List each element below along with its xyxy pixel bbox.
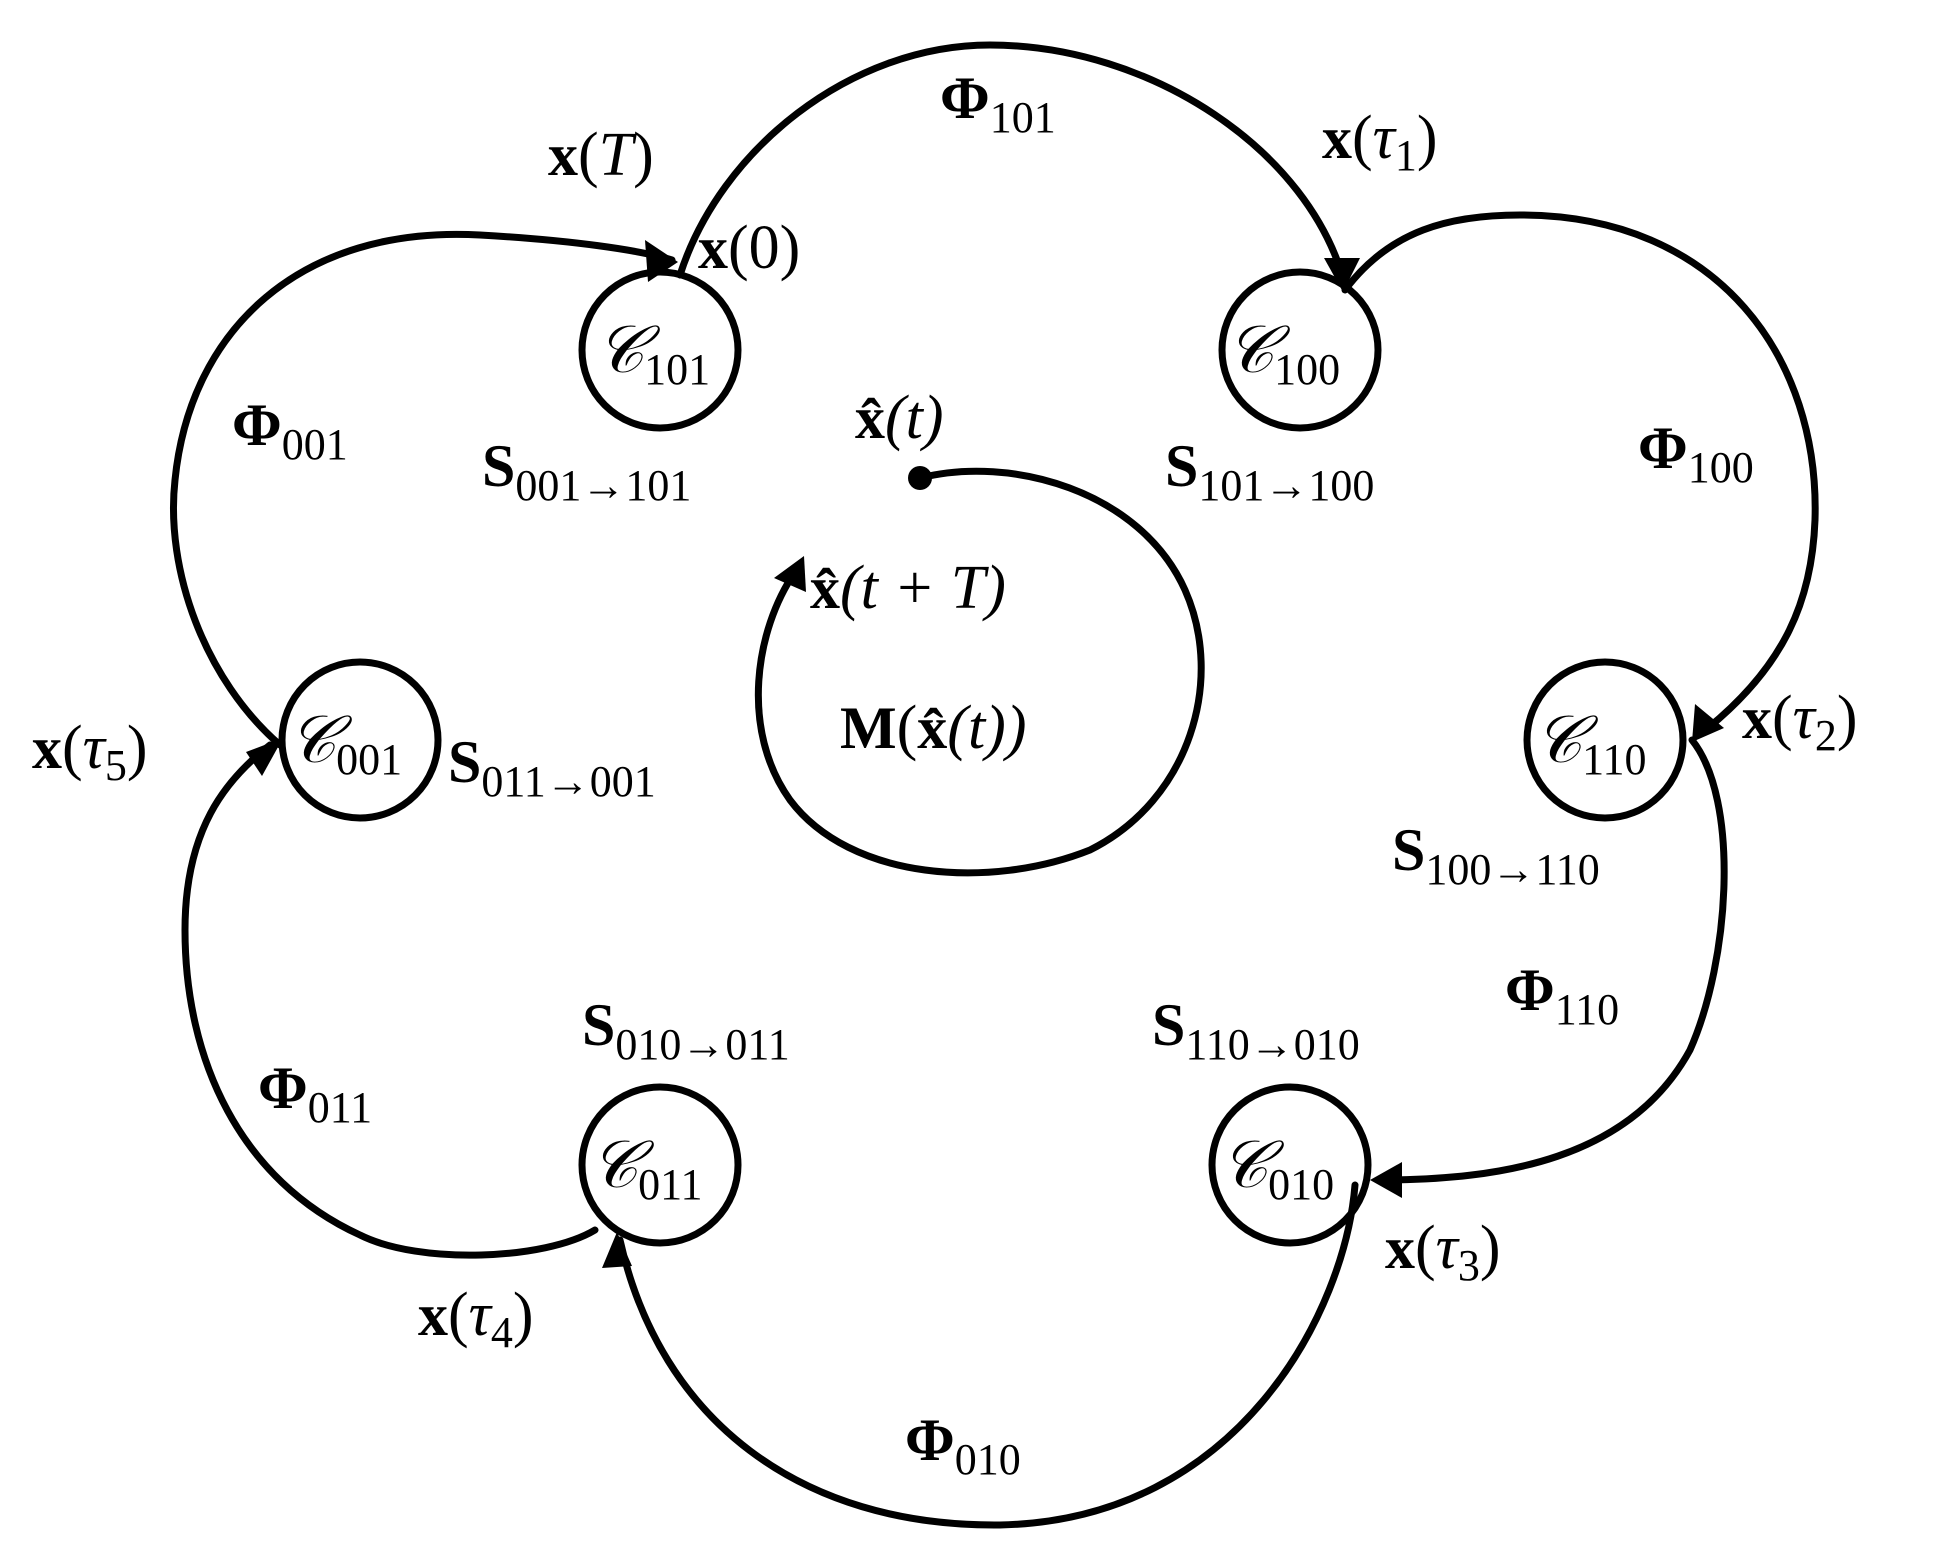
switch-label-101-100: S101→100: [1165, 433, 1374, 510]
arrowhead-into-011: [602, 1232, 632, 1268]
switch-label-100-110: S100→110: [1392, 817, 1600, 894]
flow-arc-011: [181, 741, 599, 1259]
monodromy-start-label: x̂(t): [855, 384, 944, 452]
switch-label-010-011: S010→011: [582, 992, 790, 1069]
flow-label-101: Φ101: [940, 65, 1056, 142]
node-c011: 𝒞011: [578, 1083, 742, 1247]
node-c001: 𝒞001: [278, 658, 442, 822]
node-c110: 𝒞110: [1523, 658, 1687, 822]
monodromy-end-label: x̂(t + T): [810, 554, 1006, 622]
flow-label-011: Φ011: [258, 1055, 372, 1132]
flow-label-100: Φ100: [1638, 415, 1754, 492]
state-label-x-tau5: x(τ5): [32, 714, 148, 790]
arrowhead-into-010: [1370, 1162, 1402, 1198]
arrowhead-monodromy: [774, 556, 806, 592]
state-label-x-0: x(0): [698, 214, 800, 282]
monodromy-matrix-label: M(x̂(t)): [840, 694, 1026, 762]
arrowhead-into-001: [246, 738, 283, 776]
flow-label-110: Φ110: [1505, 957, 1619, 1034]
svg-text:𝒞001: 𝒞001: [288, 701, 402, 784]
flow-arc-100: [1341, 211, 1819, 732]
flow-label-010: Φ010: [905, 1407, 1021, 1484]
state-label-x-tau1: x(τ1): [1322, 104, 1438, 180]
state-label-x-T: x(T): [548, 121, 654, 189]
svg-text:𝒞100: 𝒞100: [1226, 311, 1340, 394]
arrowhead-into-110: [1692, 704, 1724, 742]
arrowhead-into-100: [1324, 258, 1360, 292]
switch-label-001-101: S001→101: [482, 433, 691, 510]
node-c101: 𝒞101: [578, 268, 742, 432]
flow-arc-101: [676, 41, 1349, 289]
flow-label-001: Φ001: [232, 392, 348, 469]
svg-text:𝒞101: 𝒞101: [596, 311, 710, 394]
state-label-x-tau4: x(τ4): [418, 1281, 534, 1357]
state-label-x-tau3: x(τ3): [1385, 1214, 1501, 1290]
flow-arc-010: [616, 1181, 1359, 1529]
svg-text:𝒞011: 𝒞011: [590, 1126, 703, 1209]
switch-label-110-010: S110→010: [1152, 992, 1360, 1069]
state-label-x-tau2: x(τ2): [1742, 684, 1858, 760]
node-c100: 𝒞100: [1218, 268, 1382, 432]
flow-arc-110: [1376, 736, 1728, 1184]
flow-arc-001: [169, 230, 676, 749]
svg-text:𝒞110: 𝒞110: [1534, 701, 1647, 784]
svg-text:𝒞010: 𝒞010: [1220, 1126, 1334, 1209]
switch-label-011-001: S011→001: [448, 729, 656, 806]
monodromy-loop: [754, 467, 1205, 877]
node-c010: 𝒞010: [1208, 1083, 1372, 1247]
